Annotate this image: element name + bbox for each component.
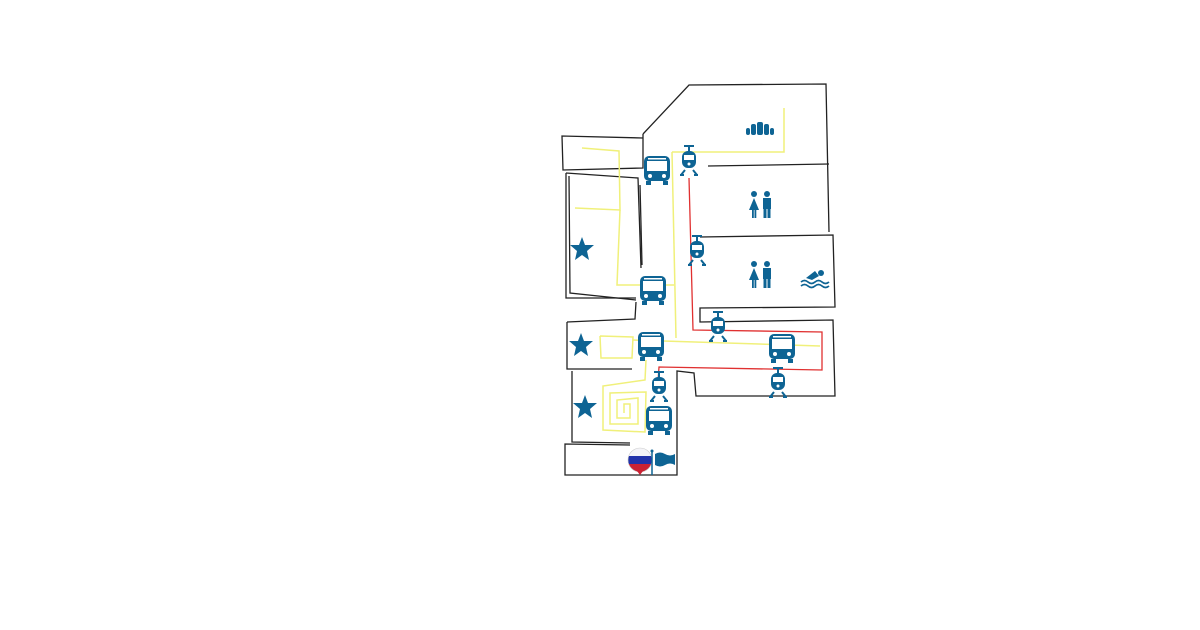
bus-icon xyxy=(638,332,664,361)
tram-icon xyxy=(649,371,669,402)
tram-icon xyxy=(708,311,728,342)
bus-icon xyxy=(646,406,672,435)
toilets-icon xyxy=(749,191,771,218)
russia-flag-icon xyxy=(627,447,653,475)
walls xyxy=(561,83,836,476)
bus-icon xyxy=(769,334,795,363)
star-icon xyxy=(570,237,594,260)
star-icon xyxy=(569,333,593,356)
star-icon xyxy=(573,395,597,418)
tram-icon xyxy=(679,145,699,176)
toilets-icon xyxy=(749,261,771,288)
bus-icon xyxy=(644,156,670,185)
tram-route xyxy=(657,177,823,383)
tram-icon xyxy=(768,367,788,398)
swimming-icon xyxy=(800,270,830,289)
bakery-icon xyxy=(746,122,774,135)
bus-icon xyxy=(640,276,666,305)
flag-icon xyxy=(650,449,675,475)
